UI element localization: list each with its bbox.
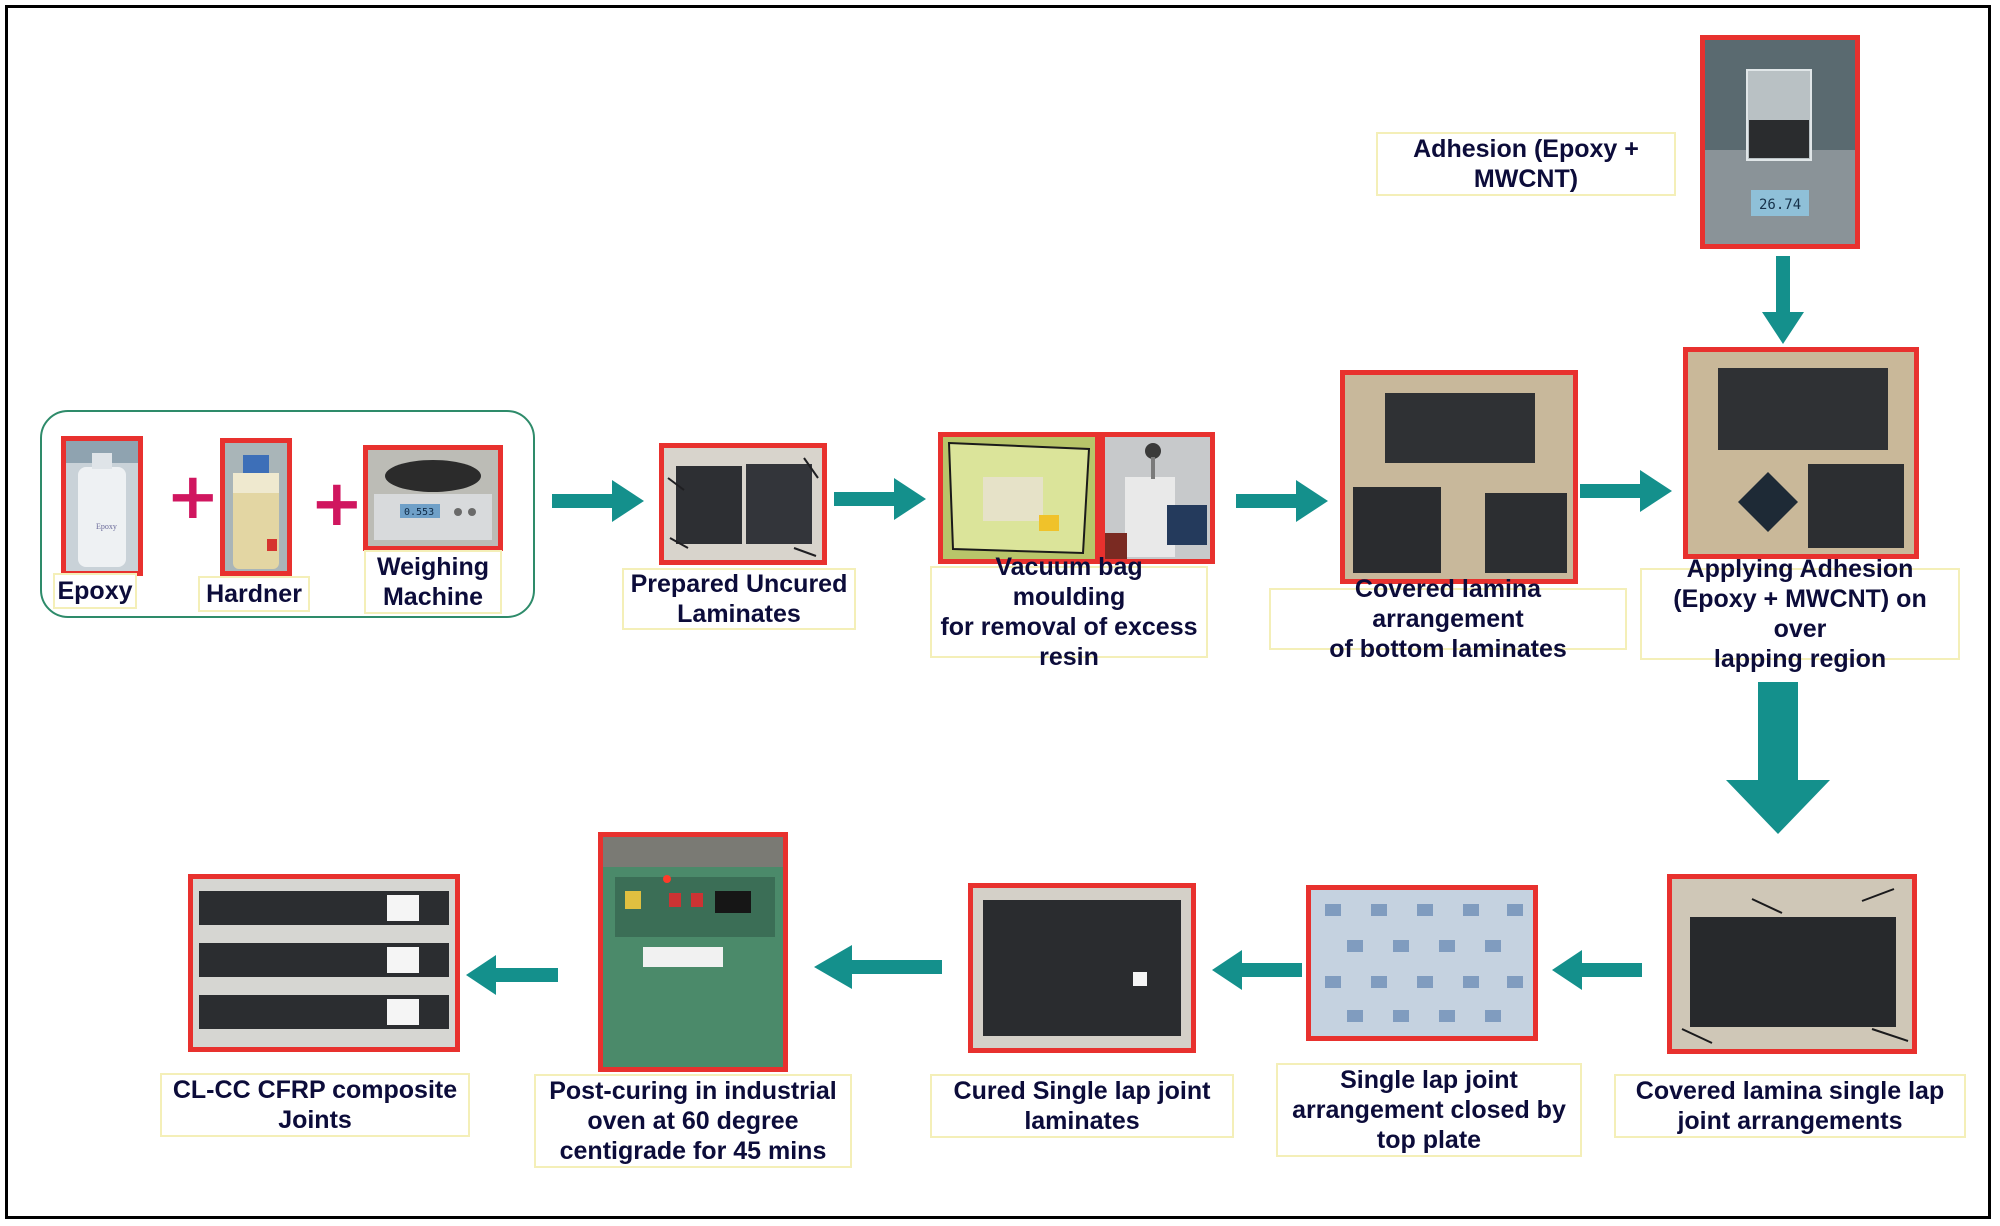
flow-arrow-left-3 [814,945,942,989]
materials-group [40,410,535,618]
covered-single-lap-photo [1667,874,1917,1054]
adhesion-photo: 26.74 [1700,35,1860,249]
weighing-machine-photo: 0.553 [363,445,503,551]
flow-arrow-down-2 [1726,682,1830,834]
figure-frame [5,5,1991,1219]
flow-arrow-2 [834,478,926,520]
covered-bottom-laminates-photo [1340,370,1578,584]
flow-arrow-4 [1580,470,1672,512]
single-lap-closed-photo [1306,885,1538,1041]
svg-text:0.553: 0.553 [404,507,434,518]
prepared-laminates-photo [659,443,827,565]
hardner-photo [220,438,292,576]
applying-adhesion-label: Applying Adhesion(Epoxy + MWCNT) on over… [1640,555,1960,673]
flow-arrow-1 [552,480,644,522]
epoxy-label: Epoxy [53,573,137,609]
vacuum-bag-photo [938,432,1100,564]
flow-arrow-down-1 [1762,256,1804,344]
flow-arrow-left-2 [1212,950,1302,990]
hardner-label: Hardner [198,576,310,612]
flow-arrow-3 [1236,480,1328,522]
applying-adhesion-photo [1683,347,1919,559]
cfrp-joints-photo [188,874,460,1052]
flow-arrow-left-4 [466,955,558,995]
adhesion-label: Adhesion (Epoxy +MWCNT) [1376,132,1676,196]
cured-single-lap-photo [968,883,1196,1053]
plus-sign-1: + [166,460,220,534]
post-curing-oven-photo [598,832,788,1072]
svg-text:26.74: 26.74 [1759,197,1801,213]
epoxy-photo: Epoxy [61,436,143,576]
flow-arrow-left-1 [1552,950,1642,990]
svg-text:Epoxy: Epoxy [96,522,117,531]
vacuum-pump-photo [1100,432,1215,564]
plus-sign-2: + [310,467,364,541]
